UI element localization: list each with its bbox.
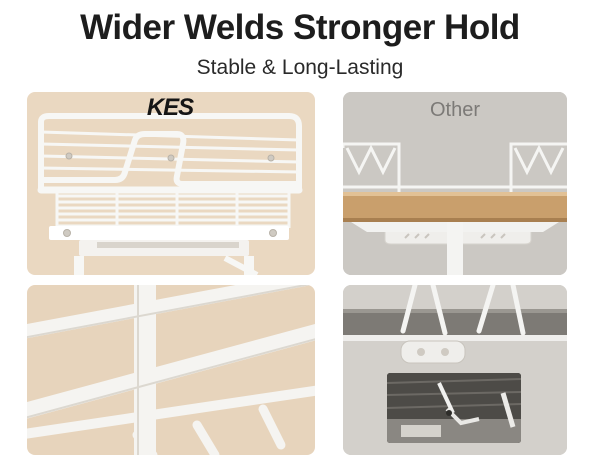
kes-weld-closeup-illustration [27, 285, 315, 455]
weld-failure-illustration [387, 373, 521, 443]
other-brand-label: Other [429, 99, 481, 121]
kes-rack-illustration [37, 113, 303, 275]
headline: Wider Welds Stronger Hold [80, 8, 520, 47]
other-rack-illustration [343, 92, 567, 275]
kes-weld-closeup-panel [27, 285, 315, 455]
other-rack-panel: Other [343, 92, 567, 275]
weld-failure-inset [387, 373, 521, 443]
kes-brand-label: KES [146, 94, 194, 121]
kes-rack-panel: KES [27, 92, 315, 275]
subline: Stable & Long-Lasting [196, 56, 404, 79]
other-weld-closeup-panel [343, 285, 567, 455]
